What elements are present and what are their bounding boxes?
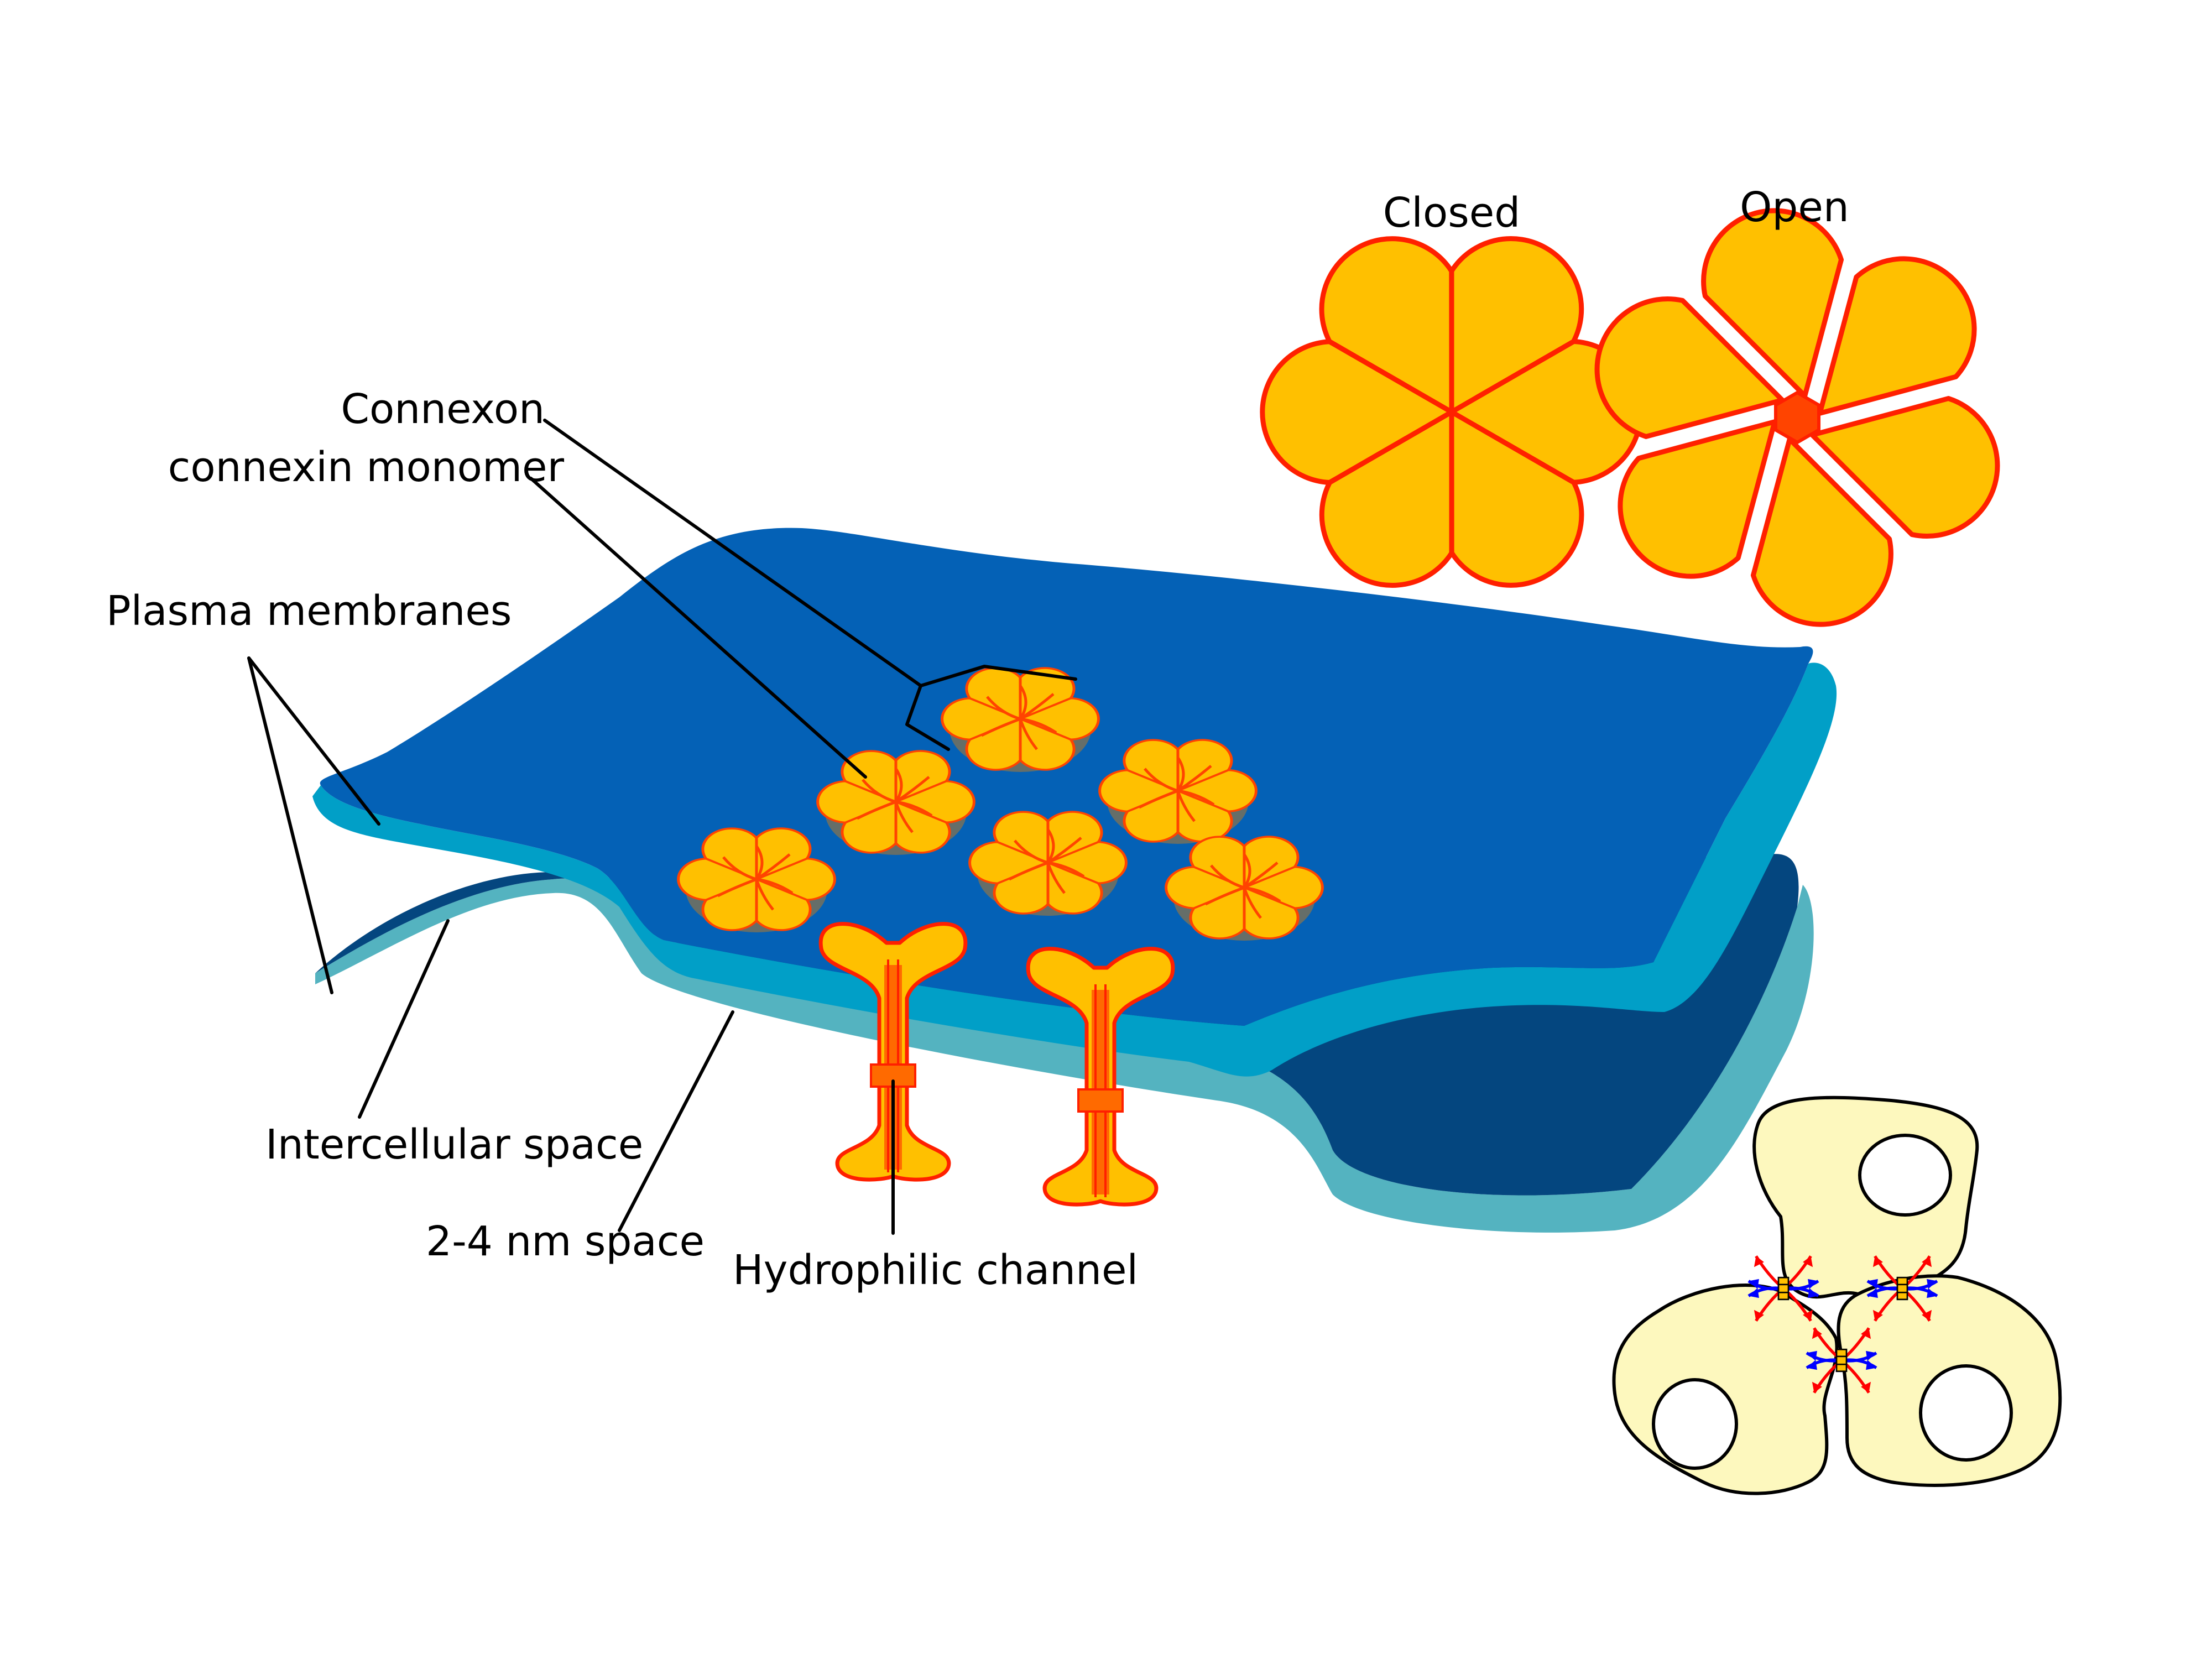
nucleus-left [1652,1378,1738,1470]
open-connexon-icon [1514,143,2080,693]
labels: Closed Open Connexon connexin monomer Pl… [106,184,1849,1294]
connexon-leader [543,419,922,687]
label-connexon: Connexon [341,385,545,433]
connexon-bracket [905,665,1077,751]
top-membrane-edge [312,662,1837,1077]
label-hydrophilic-channel: Hydrophilic channel [733,1246,1138,1294]
three-cells-illustration [1612,1095,2062,1495]
leader-lines [247,419,1077,1235]
label-connexin-monomer: connexin monomer [168,444,565,491]
label-closed: Closed [1383,189,1521,237]
label-intercellular-space: Intercellular space [265,1121,643,1168]
cell-left [1612,1283,1839,1495]
label-open: Open [1740,184,1849,231]
intercellular-space-leader [358,919,450,1119]
label-nm-space: 2-4 nm space [426,1218,705,1265]
label-plasma-membranes: Plasma membranes [106,587,512,635]
nucleus-top [1858,1134,1952,1217]
nucleus-right [1919,1364,2013,1462]
nm-space-leader [618,1010,734,1232]
plasma-membranes-leader-2 [247,656,333,994]
plasma-membranes-leader-1 [247,656,380,826]
closed-connexon-icon [1237,213,1667,611]
connexin-monomer-leader [529,477,867,779]
